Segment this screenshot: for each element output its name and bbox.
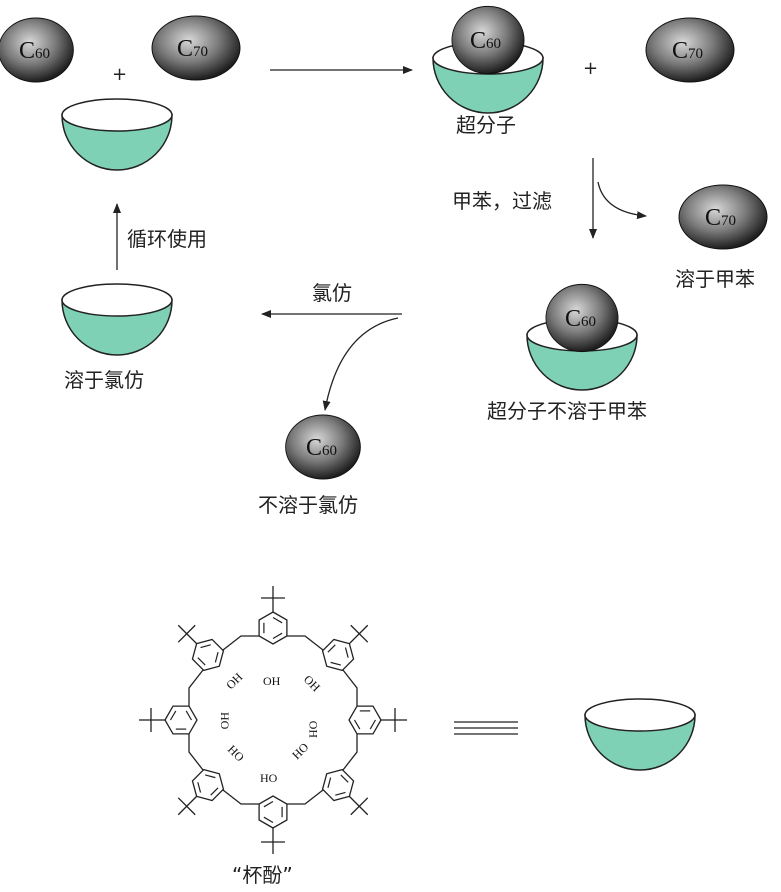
- plus-sign-topleft: +: [112, 64, 127, 85]
- svg-text:C60: C60: [19, 38, 50, 64]
- svg-text:HO: HO: [306, 720, 320, 738]
- arrow-toluene-branch: [597, 181, 647, 220]
- svg-text:C70: C70: [705, 205, 736, 231]
- arrow-chloroform-branch: [322, 317, 399, 411]
- ball-c60-topleft: C60: [0, 17, 74, 83]
- ball-c60-insoluble: C60: [285, 414, 361, 480]
- ball-c70-topright: C70: [645, 17, 735, 83]
- equivalence-sign: [454, 721, 518, 735]
- label-insoluble-chloroform: 不溶于氯仿: [258, 493, 358, 517]
- label-chloroform: 氯仿: [312, 281, 352, 305]
- supramolecule-insoluble: C60: [526, 283, 638, 391]
- plus-sign-topright: +: [583, 58, 598, 79]
- label-calixarene: “杯酚”: [232, 863, 293, 887]
- bowl-symbol-legend: [584, 698, 696, 771]
- svg-text:OH: OH: [223, 670, 245, 692]
- svg-text:C70: C70: [177, 36, 208, 62]
- calixarene-structure: OH OH OH HO HO HO HO HO: [138, 585, 408, 855]
- label-insoluble-toluene: 超分子不溶于甲苯: [487, 399, 647, 423]
- svg-text:C60: C60: [470, 28, 501, 54]
- svg-text:HO: HO: [260, 771, 278, 785]
- svg-text:OH: OH: [301, 672, 323, 694]
- svg-text:HO: HO: [218, 712, 232, 730]
- label-soluble-chloroform: 溶于氯仿: [64, 368, 144, 392]
- bowl-topleft: [61, 98, 173, 171]
- ball-c70-dissolved: C70: [678, 184, 768, 250]
- ball-c70-topleft: C70: [151, 15, 241, 81]
- svg-text:C70: C70: [672, 38, 703, 64]
- supramolecule-top: C60: [432, 5, 544, 114]
- label-soluble-toluene: 溶于甲苯: [675, 267, 755, 291]
- label-toluene-filter: 甲苯，过滤: [452, 189, 552, 213]
- bowl-recovered: [61, 283, 173, 356]
- label-supramolecule: 超分子: [456, 113, 516, 137]
- svg-text:HO: HO: [225, 742, 247, 764]
- svg-text:C60: C60: [306, 435, 337, 461]
- svg-text:OH: OH: [263, 674, 281, 688]
- label-recycle: 循环使用: [127, 227, 207, 251]
- svg-text:HO: HO: [289, 740, 311, 762]
- svg-text:C60: C60: [565, 306, 596, 332]
